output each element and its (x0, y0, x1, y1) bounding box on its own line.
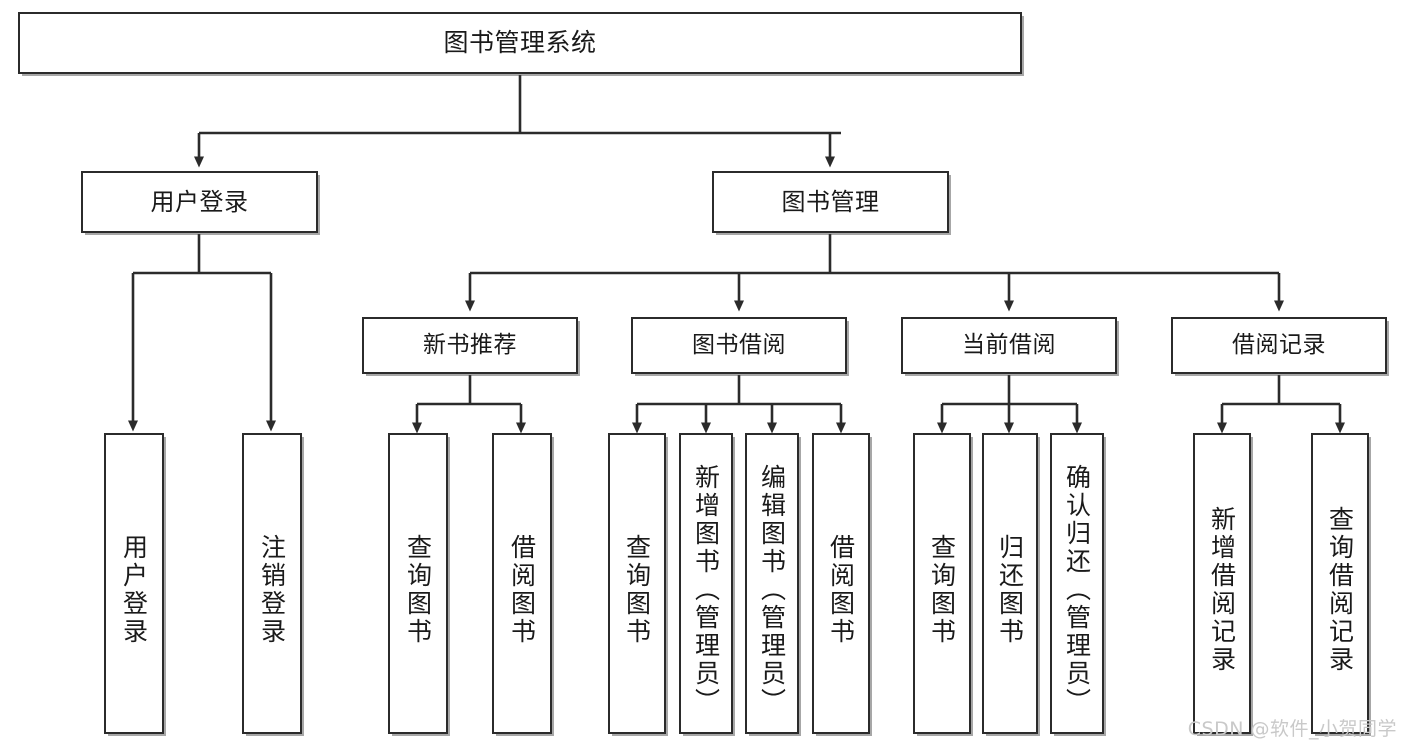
leaf-user-login-signout[interactable]: 注销登录 (242, 433, 302, 734)
node-borrow-record[interactable]: 借阅记录 (1171, 317, 1387, 374)
leaf-new-book-query[interactable]: 查询图书 (388, 433, 448, 734)
leaf-user-login-signin[interactable]: 用户登录 (104, 433, 164, 734)
node-label: 图书借阅 (692, 331, 786, 358)
node-root-system[interactable]: 图书管理系统 (18, 12, 1022, 74)
node-user-login[interactable]: 用户登录 (81, 171, 318, 233)
node-label: 借阅图书 (507, 534, 537, 646)
node-book-borrow[interactable]: 图书借阅 (631, 317, 847, 374)
leaf-current-borrow-query[interactable]: 查询图书 (913, 433, 971, 734)
node-label: 图书管理系统 (443, 28, 597, 58)
leaf-borrow-record-query[interactable]: 查询借阅记录 (1311, 433, 1369, 734)
node-label: 图书管理 (781, 187, 880, 216)
node-label: 归还图书 (995, 534, 1025, 646)
node-current-borrow[interactable]: 当前借阅 (901, 317, 1117, 374)
node-label: 用户登录 (119, 534, 149, 646)
leaf-book-borrow-add[interactable]: 新增图书（管理员） (679, 433, 733, 734)
node-label: 新增借阅记录 (1207, 506, 1237, 674)
node-label: 查询图书 (622, 534, 652, 646)
node-new-book-recommend[interactable]: 新书推荐 (362, 317, 578, 374)
node-label: 借阅图书 (826, 534, 856, 646)
csdn-watermark: CSDN @软件_小贺同学 (1187, 718, 1397, 740)
leaf-book-borrow-edit[interactable]: 编辑图书（管理员） (745, 433, 799, 734)
leaf-current-borrow-confirm[interactable]: 确认归还（管理员） (1050, 433, 1104, 734)
node-label: 新增图书（管理员） (691, 464, 721, 716)
leaf-current-borrow-return[interactable]: 归还图书 (982, 433, 1038, 734)
node-label: 查询图书 (403, 534, 433, 646)
node-label: 借阅记录 (1232, 331, 1326, 358)
node-label: 确认归还（管理员） (1062, 464, 1092, 716)
leaf-book-borrow-lend[interactable]: 借阅图书 (812, 433, 870, 734)
node-label: 查询图书 (927, 534, 957, 646)
node-label: 新书推荐 (423, 331, 517, 358)
node-book-management[interactable]: 图书管理 (712, 171, 949, 233)
node-label: 注销登录 (257, 534, 287, 646)
node-label: 查询借阅记录 (1325, 506, 1355, 674)
leaf-borrow-record-add[interactable]: 新增借阅记录 (1193, 433, 1251, 734)
leaf-new-book-borrow[interactable]: 借阅图书 (492, 433, 552, 734)
node-label: 用户登录 (150, 187, 249, 216)
node-label: 编辑图书（管理员） (757, 464, 787, 716)
node-label: 当前借阅 (962, 331, 1056, 358)
leaf-book-borrow-query[interactable]: 查询图书 (608, 433, 666, 734)
